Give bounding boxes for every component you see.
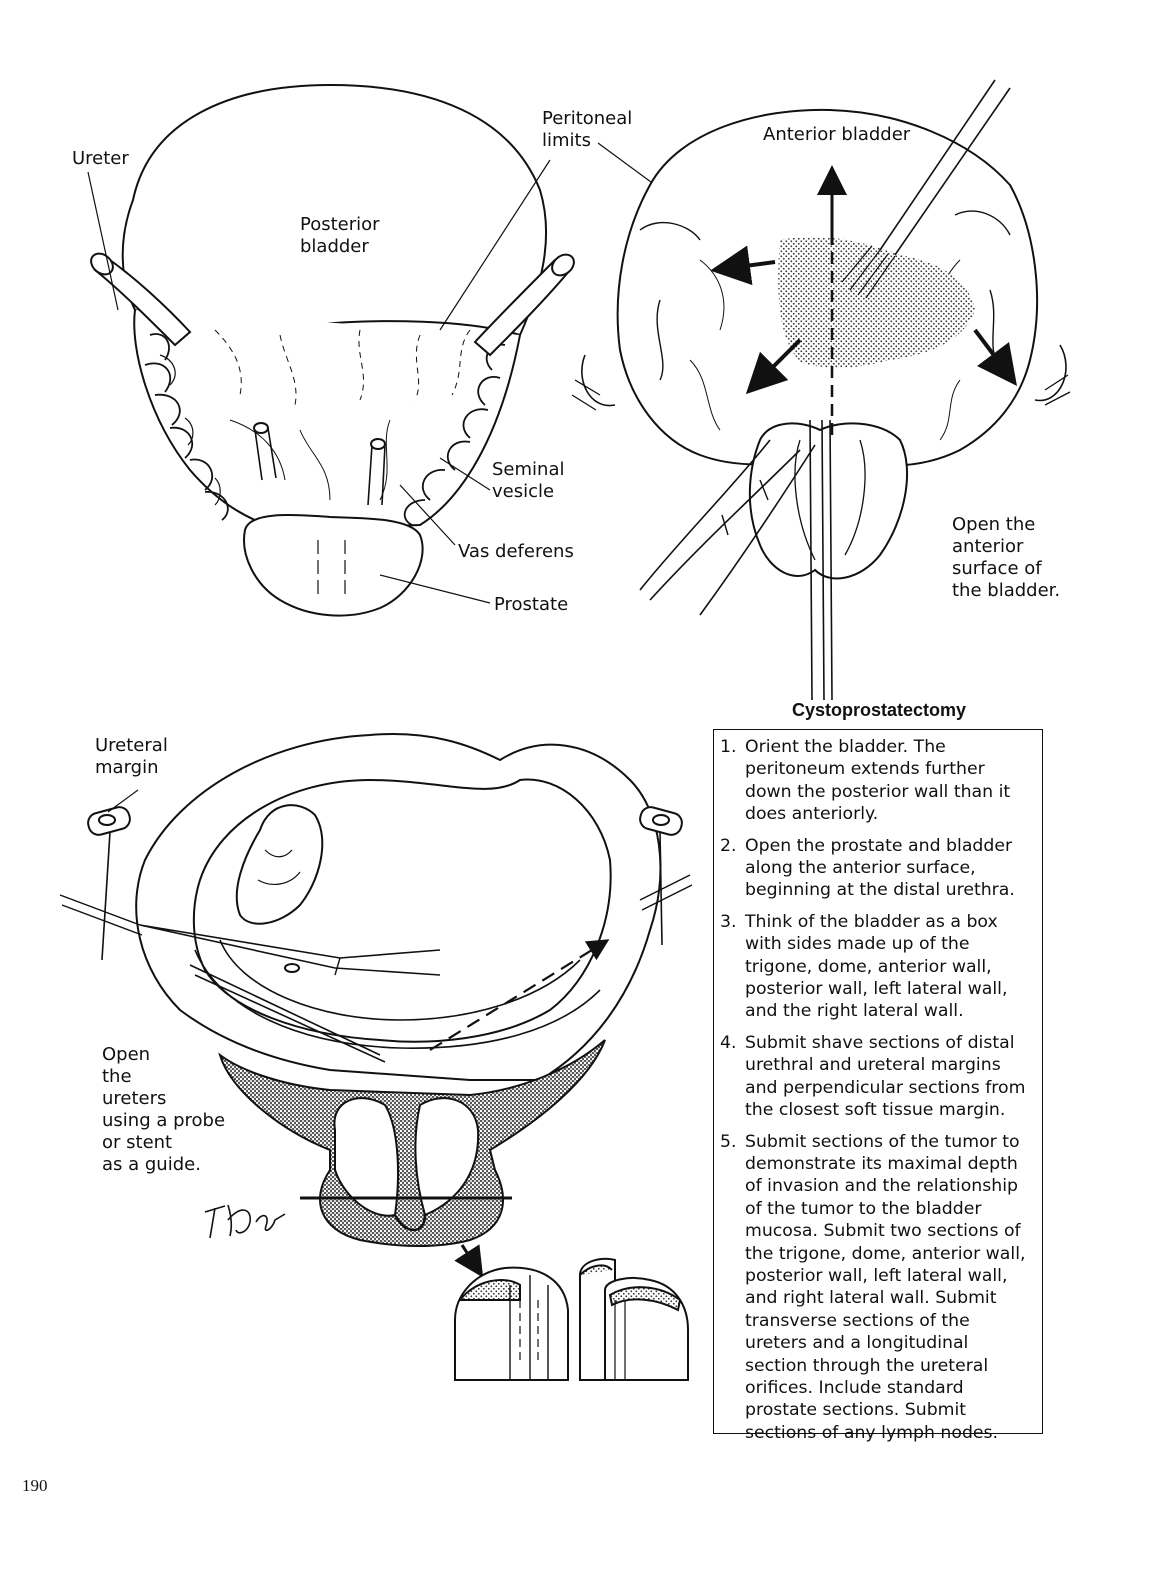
posterior-bladder-drawing xyxy=(87,83,656,617)
procedure-box-title: Cystoprostatectomy xyxy=(791,700,967,720)
step-text: Think of the bladder as a box with sides… xyxy=(745,911,1008,1022)
step-text: Open the prostate and bladder along the … xyxy=(745,835,1015,901)
page-number: 190 xyxy=(22,1476,48,1495)
label-peritoneal-limits: Peritoneal limits xyxy=(542,108,633,151)
step-text: Submit shave sections of distal urethral… xyxy=(745,1032,1026,1121)
procedure-step: 1. Orient the bladder. The peritoneum ex… xyxy=(720,736,1034,826)
opened-bladder-drawing xyxy=(59,733,693,1278)
step-number: 5. xyxy=(720,1131,737,1152)
label-anterior-bladder: Anterior bladder xyxy=(763,124,911,145)
procedure-step: 4. Submit shave sections of distal ureth… xyxy=(720,1032,1034,1122)
step-number: 1. xyxy=(720,737,737,757)
label-prostate: Prostate xyxy=(494,594,569,615)
label-seminal-vesicle: Seminal vesicle xyxy=(492,459,565,502)
label-open-anterior-surface: Open the anterior surface of the bladder… xyxy=(952,514,1061,601)
procedure-step: 2. Open the prostate and bladder along t… xyxy=(720,835,1034,902)
artist-signature-icon xyxy=(204,1204,286,1239)
procedure-steps-box: 1. Orient the bladder. The peritoneum ex… xyxy=(713,729,1043,1443)
label-ureter: Ureter xyxy=(72,148,129,169)
step-number: 3. xyxy=(720,911,737,932)
step-text: Orient the bladder. The peritoneum exten… xyxy=(745,737,1011,825)
step-number: 2. xyxy=(720,835,737,856)
label-vas-deferens: Vas deferens xyxy=(458,541,574,562)
procedure-step: 3. Think of the bladder as a box with si… xyxy=(720,911,1034,1023)
procedure-steps-list: 1. Orient the bladder. The peritoneum ex… xyxy=(720,736,1034,1444)
procedure-step: 5. Submit sections of the tumor to demon… xyxy=(720,1131,1034,1445)
prostate-sections-drawing xyxy=(454,1257,689,1381)
label-posterior-bladder: Posterior bladder xyxy=(300,214,380,257)
label-ureteral-margin: Ureteral margin xyxy=(95,735,168,778)
anterior-bladder-drawing xyxy=(571,79,1071,701)
step-number: 4. xyxy=(720,1032,737,1053)
label-open-ureters: Open the ureters using a probe or stent … xyxy=(102,1044,226,1175)
step-text: Submit sections of the tumor to demonstr… xyxy=(745,1131,1026,1443)
